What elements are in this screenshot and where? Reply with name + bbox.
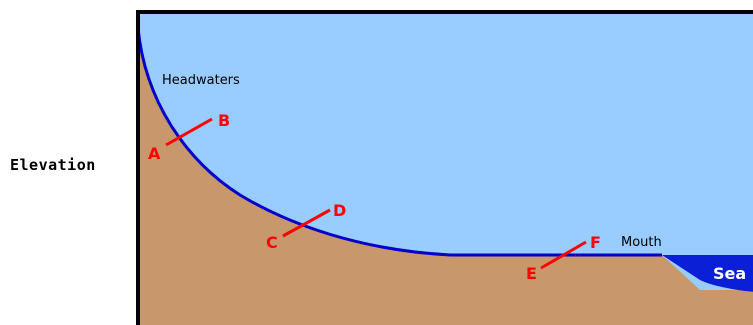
mouth-label: Mouth [621, 235, 662, 250]
sea-label: Sea [713, 264, 746, 283]
point-label-d: D [333, 201, 346, 220]
headwaters-label: Headwaters [162, 73, 240, 88]
point-label-a: A [148, 144, 161, 163]
point-label-c: C [266, 233, 278, 252]
point-label-e: E [526, 264, 537, 283]
point-label-b: B [218, 111, 230, 130]
point-label-f: F [590, 233, 601, 252]
